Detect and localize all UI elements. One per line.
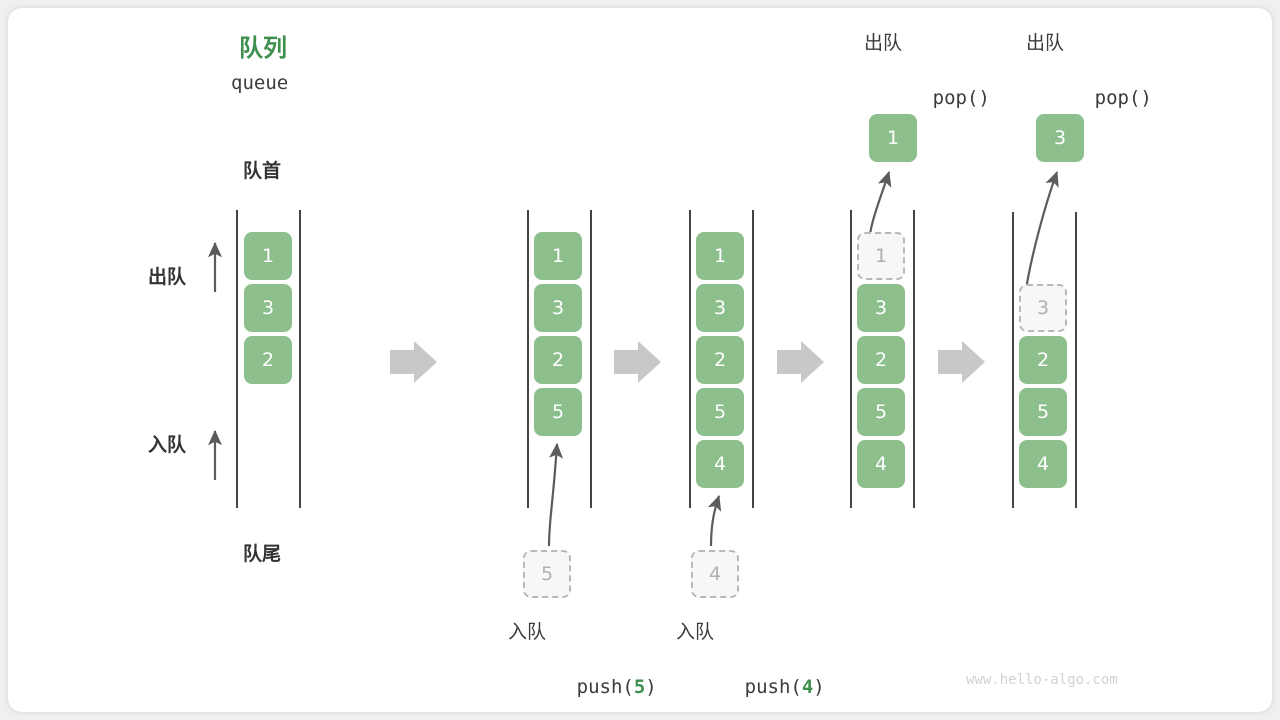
operation-label-cn: 入队	[508, 621, 547, 643]
queue-rail-left	[527, 210, 529, 508]
queue-title-cn: 队列	[239, 34, 287, 62]
queue-item: 3	[534, 284, 582, 332]
op-code-suffix: )	[978, 87, 990, 109]
operation-label-cn: 入队	[676, 621, 715, 643]
stage-transition-arrow-4	[938, 341, 985, 383]
rear-label: 队尾	[243, 543, 282, 565]
enqueue-legend-label: 入队	[148, 434, 187, 456]
op-code-suffix: )	[645, 676, 657, 698]
incoming-item: 5	[523, 550, 571, 598]
queue-item: 5	[857, 388, 905, 436]
operation-label-cn: 出队	[1026, 32, 1065, 54]
queue-item: 2	[857, 336, 905, 384]
queue-rail-left	[689, 210, 691, 508]
queue-item: 2	[244, 336, 292, 384]
push-4-arrow	[707, 494, 722, 547]
queue-item: 5	[534, 388, 582, 436]
operation-label-code: push(5)	[508, 659, 657, 716]
queue-item: 4	[1019, 440, 1067, 488]
pop-3-arrow	[1023, 170, 1059, 297]
queue-item: 1	[244, 232, 292, 280]
queue-item: 3	[1019, 284, 1067, 332]
op-code-arg: 4	[801, 676, 814, 698]
queue-title-en: queue	[231, 72, 289, 94]
queue-item: 2	[696, 336, 744, 384]
queue-rail-left	[1012, 212, 1014, 508]
op-code-suffix: )	[813, 676, 825, 698]
operation-label-code: pop()	[1026, 70, 1152, 127]
popped-item: 1	[869, 114, 917, 162]
queue-rail-right	[752, 210, 754, 508]
op-code-prefix: push(	[744, 676, 802, 698]
stage-transition-arrow-1	[390, 341, 437, 383]
queue-rail-right	[590, 210, 592, 508]
queue-item: 3	[696, 284, 744, 332]
incoming-item: 4	[691, 550, 739, 598]
operation-label-code: push(4)	[676, 659, 825, 716]
dequeue-legend-label: 出队	[148, 266, 187, 288]
queue-item: 5	[1019, 388, 1067, 436]
popped-item: 3	[1036, 114, 1084, 162]
queue-item: 3	[857, 284, 905, 332]
queue-rail-left	[850, 210, 852, 508]
queue-item: 4	[696, 440, 744, 488]
queue-rail-left	[236, 210, 238, 508]
watermark: www.hello-algo.com	[966, 672, 1118, 688]
queue-item: 1	[857, 232, 905, 280]
operation-label-code: pop()	[864, 70, 990, 127]
queue-rail-right	[1075, 212, 1077, 508]
queue-item: 1	[696, 232, 744, 280]
front-label: 队首	[243, 160, 282, 182]
stage-transition-arrow-3	[777, 341, 824, 383]
queue-item: 5	[696, 388, 744, 436]
op-code-suffix: )	[1140, 87, 1152, 109]
stage-transition-arrow-2	[614, 341, 661, 383]
queue-item: 4	[857, 440, 905, 488]
op-code-arg: 5	[633, 676, 646, 698]
op-code-prefix: pop(	[1094, 87, 1141, 109]
queue-rail-right	[299, 210, 301, 508]
queue-item: 1	[534, 232, 582, 280]
queue-item: 3	[244, 284, 292, 332]
queue-rail-right	[913, 210, 915, 508]
op-code-prefix: pop(	[932, 87, 979, 109]
push-5-arrow	[547, 442, 564, 547]
queue-item: 2	[534, 336, 582, 384]
queue-item: 2	[1019, 336, 1067, 384]
operation-label-cn: 出队	[864, 32, 903, 54]
op-code-prefix: push(	[576, 676, 634, 698]
